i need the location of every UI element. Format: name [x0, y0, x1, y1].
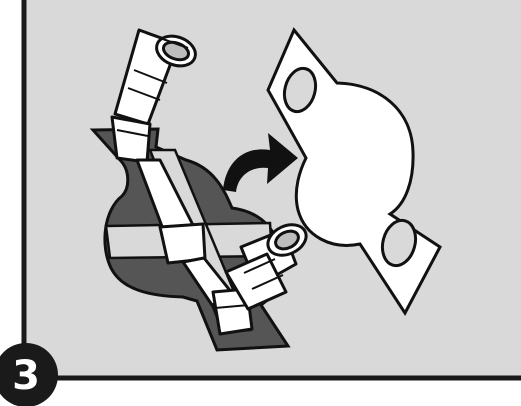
step-number: 3: [12, 353, 40, 399]
